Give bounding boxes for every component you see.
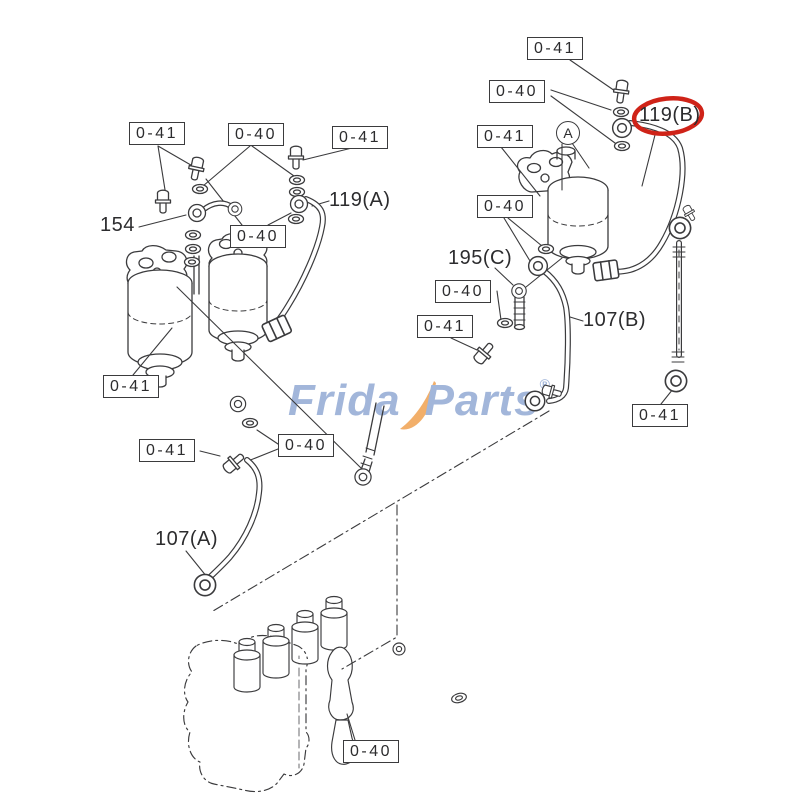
eye-bolt-center — [354, 402, 385, 486]
ref-box-0-41-left-filter: 0-41 — [103, 375, 159, 398]
part-number-154: 154 — [100, 214, 135, 236]
ref-box-0-41-top-mid: 0-41 — [332, 126, 388, 149]
hose-right — [671, 240, 686, 363]
ref-box-0-41-top-right: 0-41 — [527, 37, 583, 60]
ref-box-0-40-pump: 0-40 — [343, 740, 399, 763]
ref-box-0-41-195c: 0-41 — [417, 315, 473, 338]
watermark-logo: Frida Parts ® — [288, 376, 551, 435]
pipe-107a — [204, 457, 263, 583]
fuel-pipes — [200, 120, 686, 583]
watermark-registered-mark: ® — [539, 376, 551, 392]
pipe-107b — [541, 268, 571, 404]
pipe-119a — [274, 196, 326, 325]
ref-box-0-40-left-center: 0-40 — [230, 225, 286, 248]
part-number-107a: 107(A) — [155, 528, 219, 550]
fuel-filter-left-assembly — [125, 232, 268, 388]
part-number-119b: 119(B) — [639, 104, 701, 126]
ref-box-0-40-right-filter: 0-40 — [477, 195, 533, 218]
ref-box-0-40-top-left: 0-40 — [228, 123, 284, 146]
ref-box-0-41-right-hose: 0-41 — [632, 404, 688, 427]
hardware-fittings — [154, 78, 699, 597]
highlight-ellipse — [631, 95, 705, 137]
fuel-filter-right-assembly — [516, 142, 609, 275]
part-number-107b: 107(B) — [583, 309, 647, 331]
view-marker-a: A — [556, 121, 580, 145]
ref-box-0-41-107a: 0-41 — [139, 439, 195, 462]
part-number-119a: 119(A) — [329, 189, 391, 211]
watermark-brand-left: Frida — [288, 376, 401, 425]
eye-bolt-195c — [511, 283, 527, 331]
ref-box-0-40-195c: 0-40 — [435, 280, 491, 303]
watermark-swoosh-icon — [399, 381, 436, 430]
watermark-brand-right: Parts — [424, 376, 540, 425]
watermark-swoosh-path — [399, 381, 436, 430]
ref-box-0-41-top-left: 0-41 — [129, 122, 185, 145]
ref-box-0-41-right-filter: 0-41 — [477, 125, 533, 148]
pipe-119b — [608, 120, 686, 275]
hidden-connection-lines — [212, 410, 550, 670]
ref-box-0-40-107a: 0-40 — [278, 434, 334, 457]
ref-box-0-40-upper-right: 0-40 — [489, 80, 545, 103]
part-number-195c: 195(C) — [448, 247, 513, 269]
